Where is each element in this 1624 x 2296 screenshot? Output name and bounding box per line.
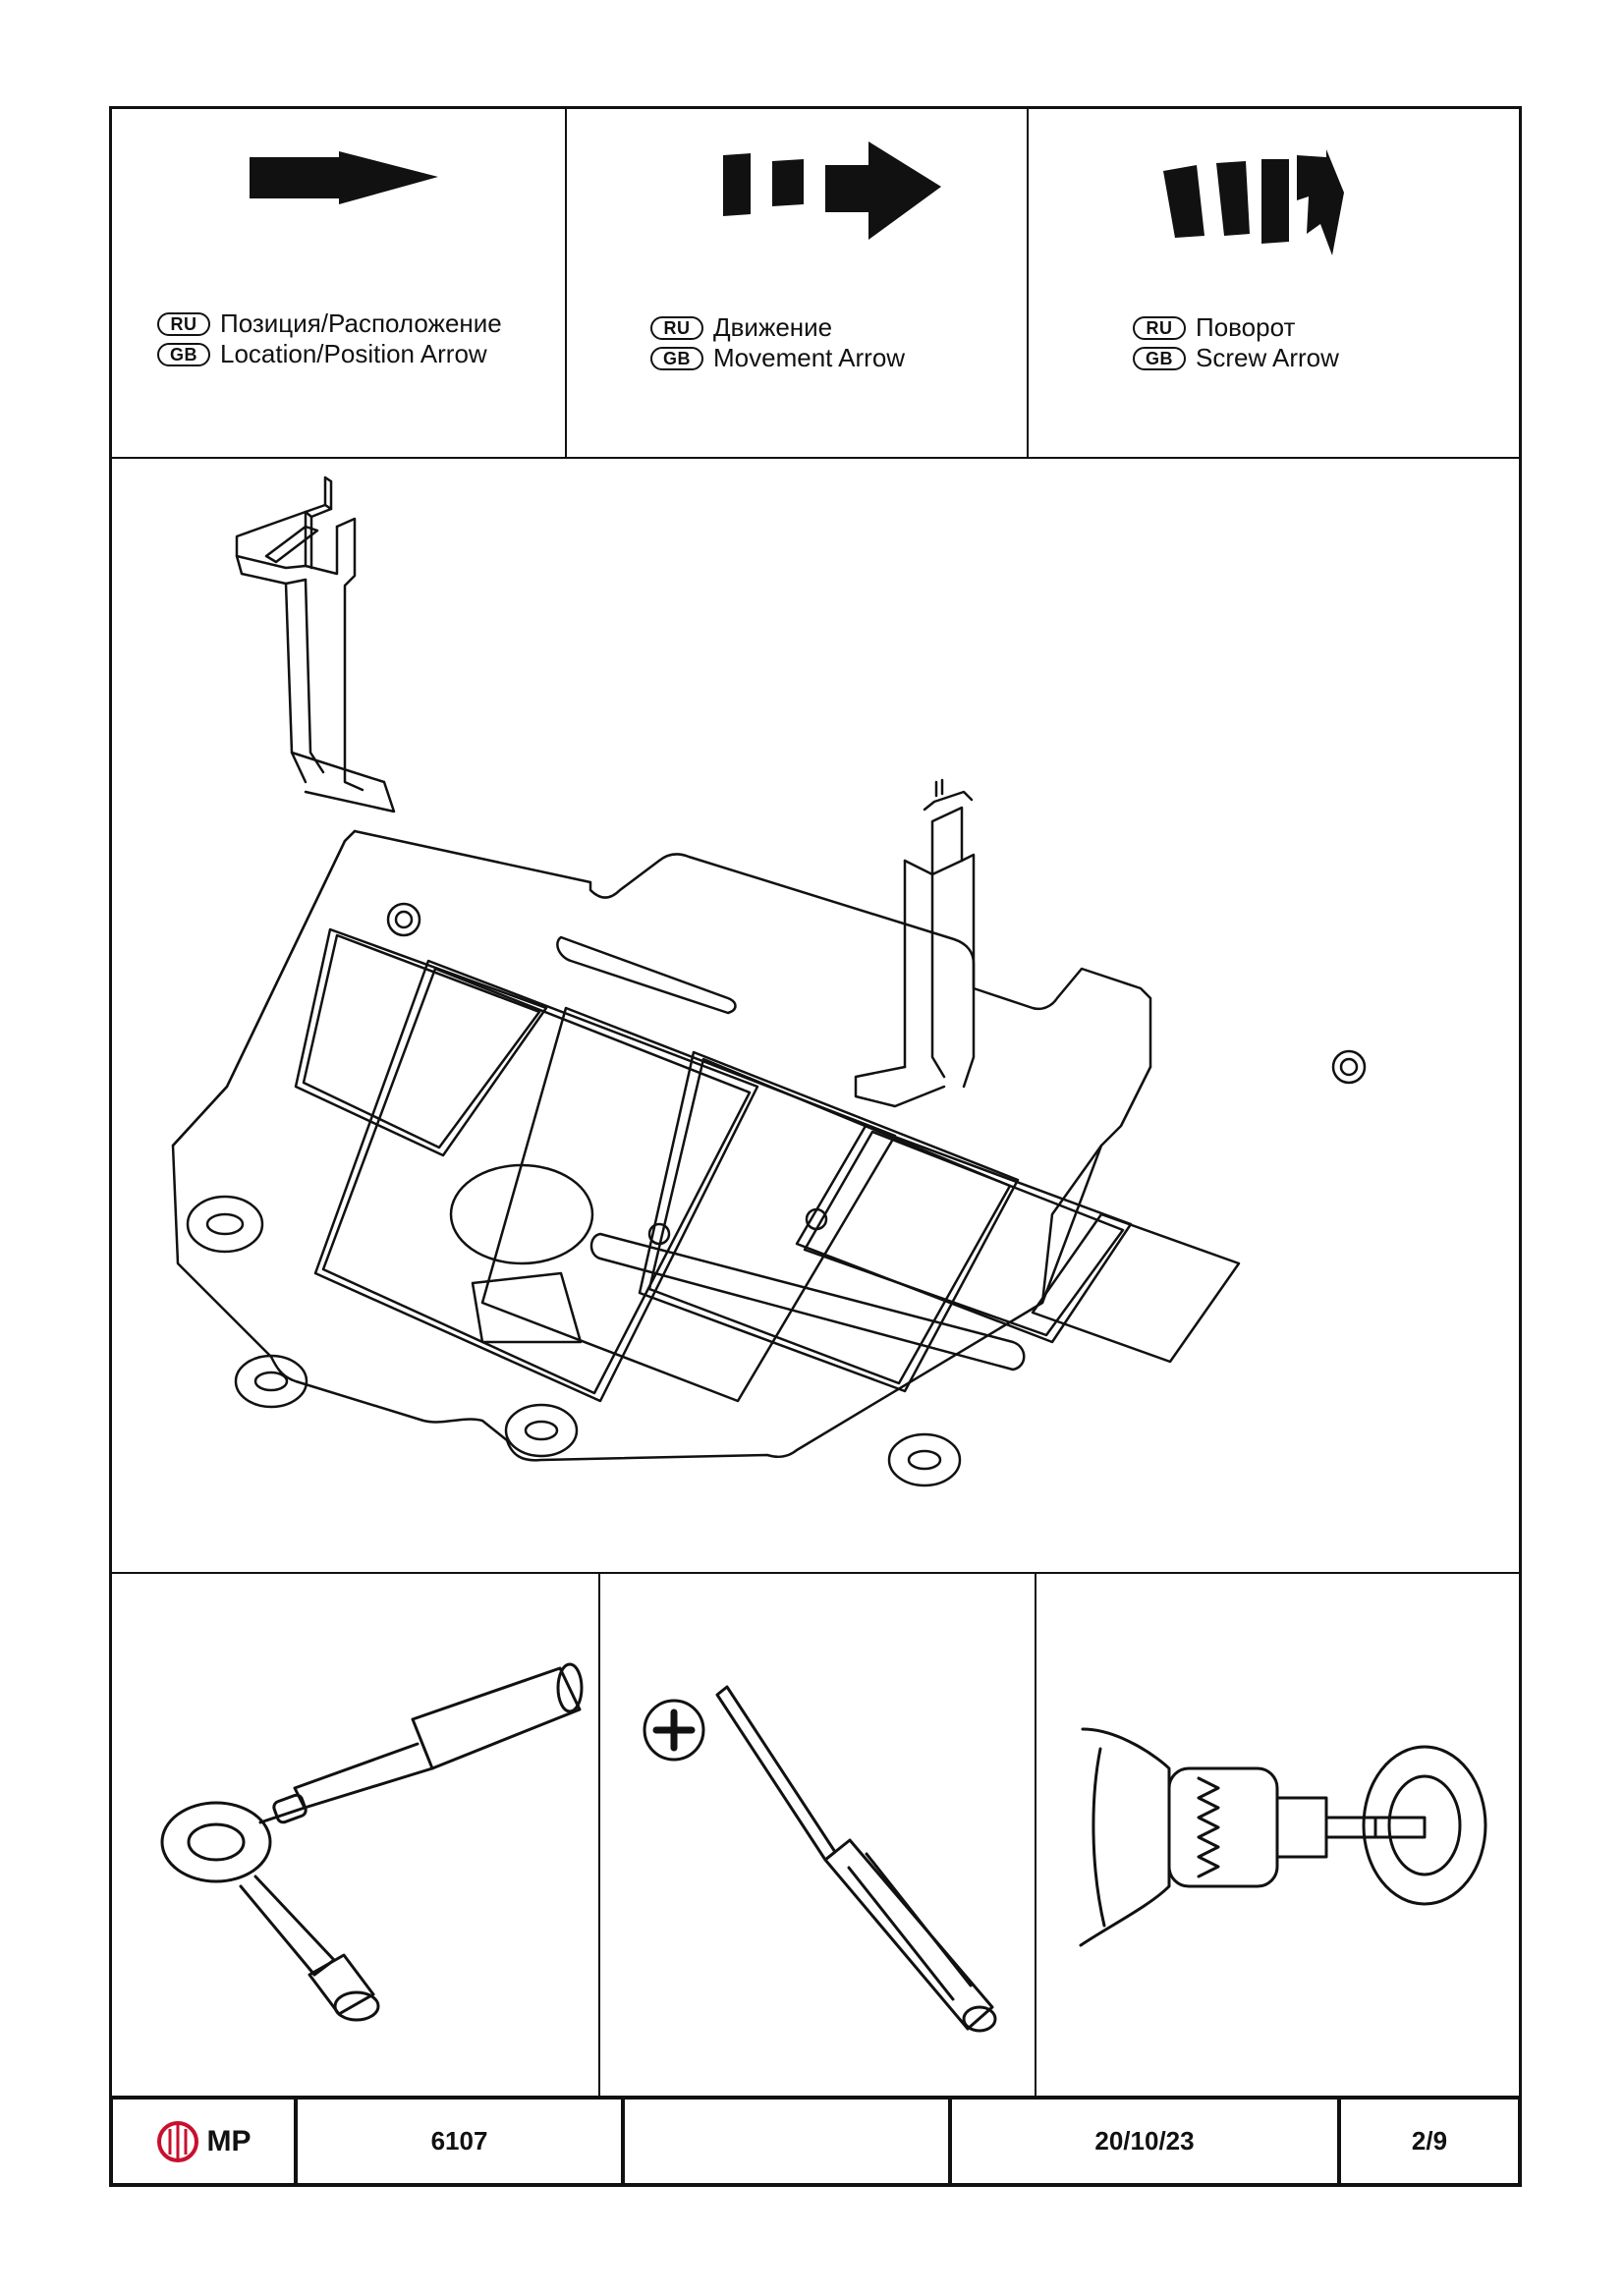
legend-ru-text: Поворот xyxy=(1196,312,1296,342)
gb-badge: GB xyxy=(650,346,703,370)
ru-badge: RU xyxy=(1133,315,1186,340)
ru-badge: RU xyxy=(157,311,210,336)
legend-ru-text: Позиция/Расположение xyxy=(220,308,502,338)
brand-logo-icon xyxy=(156,2120,198,2162)
phillips-screwdriver-icon xyxy=(643,1685,997,2033)
legend-gb-text: Location/Position Arrow xyxy=(220,339,487,368)
plate-cutouts xyxy=(294,927,1241,1403)
legend-ru-text: Движение xyxy=(713,312,833,342)
legend-divider-1 xyxy=(565,106,567,458)
movement-arrow-icon xyxy=(723,141,941,240)
legend-screw: RU Поворот GB Screw Arrow xyxy=(1133,312,1339,373)
legend-movement: RU Движение GB Movement Arrow xyxy=(650,312,905,373)
plate-bolt-holes xyxy=(186,902,1367,1487)
gb-badge: GB xyxy=(157,342,210,366)
brand-logo-text: MP xyxy=(206,2124,252,2157)
footer-bar: MP 6107 20/10/23 2/9 xyxy=(109,2096,1522,2187)
right-mounting-bracket xyxy=(854,778,976,1108)
footer-page-number: 2/9 xyxy=(1411,2126,1448,2156)
location-arrow-icon xyxy=(250,151,438,204)
ru-badge: RU xyxy=(650,315,703,340)
footer-part-number: 6107 xyxy=(298,2100,625,2183)
legend-divider-2 xyxy=(1027,106,1029,458)
tools-divider-1 xyxy=(598,1572,600,2097)
tools-divider-2 xyxy=(1035,1572,1036,2097)
legend-gb-text: Movement Arrow xyxy=(713,343,906,372)
diagram-bottom-divider xyxy=(109,1572,1522,1574)
legend-gb-text: Screw Arrow xyxy=(1196,343,1339,372)
skid-plate-diagram xyxy=(171,476,1367,1487)
footer-logo-cell: MP xyxy=(113,2100,298,2183)
ratchet-wrench-icon xyxy=(160,1662,584,2022)
footer-date: 20/10/23 xyxy=(952,2100,1341,2183)
legend-bottom-divider xyxy=(109,457,1522,459)
plate-outline xyxy=(171,829,1152,1462)
drill-hole-saw-icon xyxy=(1079,1727,1487,1947)
screw-arrow-icon xyxy=(1163,149,1344,255)
gb-badge: GB xyxy=(1133,346,1186,370)
left-mounting-bracket xyxy=(235,476,396,813)
legend-location: RU Позиция/Расположение GB Location/Positi… xyxy=(157,308,502,369)
footer-blank-cell xyxy=(625,2100,952,2183)
